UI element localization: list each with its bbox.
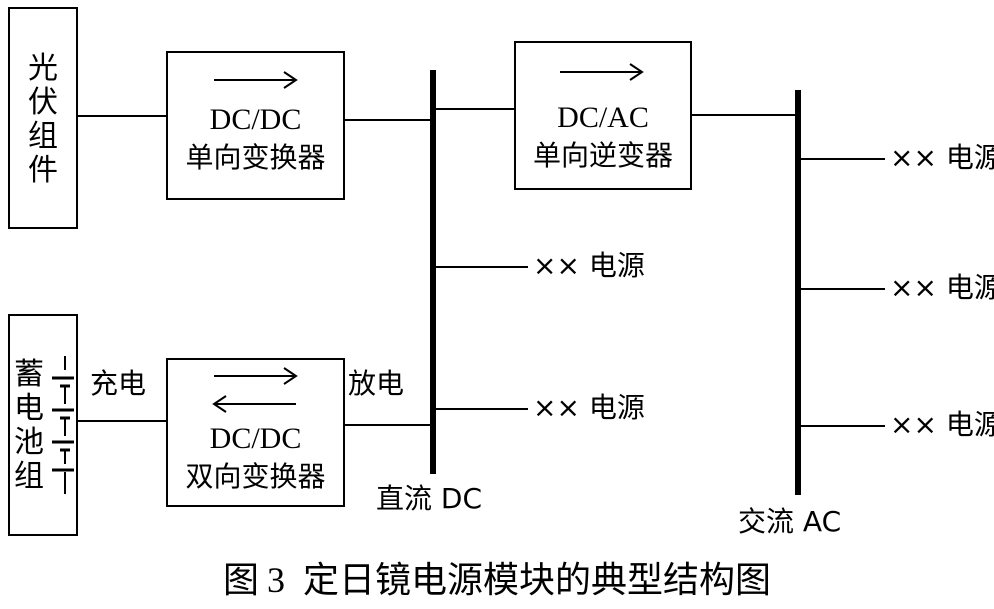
pv-module-box	[8, 7, 78, 229]
left-arrow-icon	[212, 395, 296, 413]
pv-char-2: 伏	[28, 85, 58, 120]
dcdc-unidirectional-box	[166, 51, 345, 200]
ac-load-label: ×× 电源	[890, 408, 994, 441]
discharge-label: 放电	[348, 367, 405, 400]
dc-load-label: ×× 电源	[533, 249, 645, 282]
battery-char-2: 电	[14, 391, 44, 426]
caption-title: 定日镜电源模块的典型结构图	[303, 560, 772, 601]
ac-load-label: ×× 电源	[890, 271, 994, 304]
dcdc-bidirectional-box	[166, 358, 345, 507]
ac-load-wire	[801, 288, 885, 290]
dcdc-bidirectional-type: DC/DC	[209, 422, 302, 455]
caption-prefix: 图	[222, 560, 259, 601]
dcdc-bi-to-dc-bus-wire	[345, 424, 434, 426]
right-arrow-icon	[214, 367, 298, 385]
battery-label: 蓄 电 池 组	[9, 358, 49, 494]
battery-to-dcdc-wire	[78, 420, 166, 422]
ac-bus-label: 交流 AC	[738, 505, 842, 538]
ac-load-wire	[801, 158, 885, 160]
dc-load-wire	[436, 408, 528, 410]
dcdc-unidirectional-name: 单向变换器	[185, 141, 326, 174]
battery-char-1: 蓄	[14, 357, 44, 392]
right-arrow-icon	[560, 63, 644, 81]
caption-number: 3	[267, 560, 285, 600]
ac-load-label: ×× 电源	[890, 141, 994, 174]
dc-load-label: ×× 电源	[533, 391, 645, 424]
pv-char-4: 件	[28, 153, 58, 188]
dc-load-wire	[436, 266, 528, 268]
ac-load-wire	[801, 425, 885, 427]
pv-char-3: 组	[28, 119, 58, 154]
dcac-inverter-type: DC/AC	[557, 101, 649, 134]
pv-module-label: 光 伏 组 件	[23, 52, 63, 188]
right-arrow-icon	[214, 71, 298, 89]
battery-char-3: 池	[14, 425, 44, 460]
ac-bus	[795, 90, 801, 495]
dc-bus-label: 直流 DC	[376, 482, 483, 515]
dcdc-to-dc-bus-wire	[345, 119, 434, 121]
dcdc-unidirectional-type: DC/DC	[209, 103, 302, 136]
dcdc-bidirectional-name: 双向变换器	[185, 460, 326, 493]
pv-char-1: 光	[28, 51, 58, 86]
battery-cell-icon	[52, 356, 74, 494]
dc-bus	[430, 70, 436, 474]
pv-to-dcdc-wire	[78, 115, 166, 117]
battery-box	[8, 314, 78, 536]
battery-char-4: 组	[14, 459, 44, 494]
dcac-inverter-box	[514, 41, 692, 190]
dc-bus-to-inverter-wire	[434, 108, 514, 110]
charge-label: 充电	[90, 367, 147, 400]
inverter-to-ac-bus-wire	[692, 114, 798, 116]
dcac-inverter-name: 单向逆变器	[532, 139, 673, 172]
